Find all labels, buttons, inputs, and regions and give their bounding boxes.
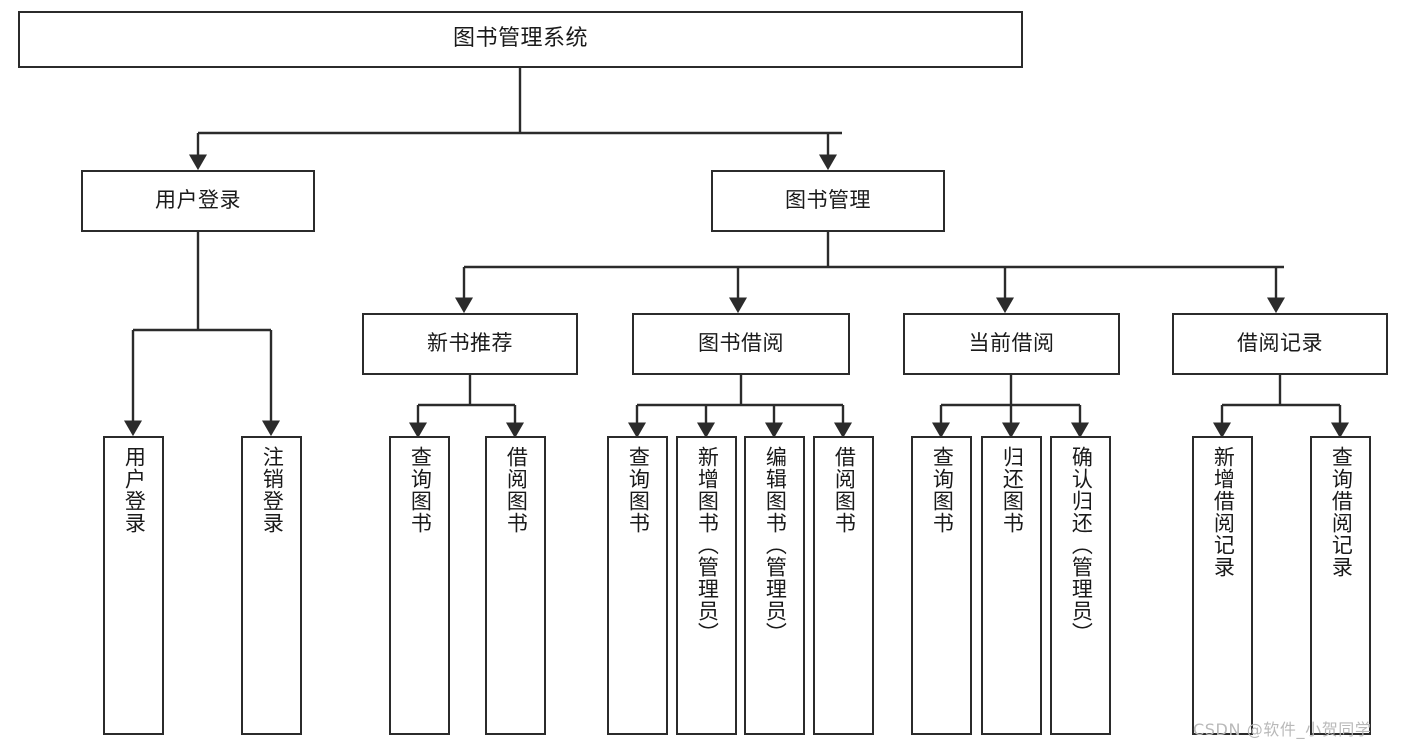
node-label: 查询图书 <box>626 446 651 534</box>
node-new-book-recommend[interactable]: 新书推荐 <box>362 313 578 375</box>
node-book-borrow[interactable]: 图书借阅 <box>632 313 850 375</box>
node-user-login[interactable]: 用户登录 <box>81 170 315 232</box>
node-label: 新书推荐 <box>427 331 513 356</box>
leaf-borrow-book-borrow[interactable]: 借阅图书 <box>813 436 874 735</box>
node-label: 用户登录 <box>122 446 147 534</box>
leaf-edit-book-admin[interactable]: 编辑图书（管理员） <box>744 436 805 735</box>
leaf-add-borrow-record[interactable]: 新增借阅记录 <box>1192 436 1253 735</box>
node-label: 图书管理 <box>785 188 871 213</box>
leaf-return-book[interactable]: 归还图书 <box>981 436 1042 735</box>
node-label: 归还图书 <box>1000 446 1025 534</box>
leaf-logout-login[interactable]: 注销登录 <box>241 436 302 735</box>
node-label: 新增图书（管理员） <box>695 446 720 644</box>
leaf-query-book-current[interactable]: 查询图书 <box>911 436 972 735</box>
node-label: 图书借阅 <box>698 331 784 356</box>
leaf-confirm-return-admin[interactable]: 确认归还（管理员） <box>1050 436 1111 735</box>
node-label: 新增借阅记录 <box>1211 446 1236 578</box>
leaf-query-book-new-recommend[interactable]: 查询图书 <box>389 436 450 735</box>
leaf-query-borrow-record[interactable]: 查询借阅记录 <box>1310 436 1371 735</box>
node-label: 用户登录 <box>155 188 241 213</box>
csdn-watermark: CSDN @软件_小贺同学 <box>1193 720 1372 739</box>
node-label: 查询借阅记录 <box>1329 446 1354 578</box>
node-book-management[interactable]: 图书管理 <box>711 170 945 232</box>
node-label: 图书管理系统 <box>452 26 588 52</box>
leaf-query-book-borrow[interactable]: 查询图书 <box>607 436 668 735</box>
leaf-user-login[interactable]: 用户登录 <box>103 436 164 735</box>
leaf-add-book-admin[interactable]: 新增图书（管理员） <box>676 436 737 735</box>
node-label: 借阅图书 <box>832 446 857 534</box>
node-root-book-management-system[interactable]: 图书管理系统 <box>18 11 1023 68</box>
node-borrow-record[interactable]: 借阅记录 <box>1172 313 1388 375</box>
node-label: 查询图书 <box>408 446 433 534</box>
node-current-borrow[interactable]: 当前借阅 <box>903 313 1120 375</box>
node-label: 当前借阅 <box>968 331 1055 356</box>
node-label: 编辑图书（管理员） <box>763 446 788 644</box>
node-label: 借阅图书 <box>504 446 529 534</box>
node-label: 确认归还（管理员） <box>1069 446 1094 644</box>
node-label: 注销登录 <box>260 446 285 534</box>
node-label: 借阅记录 <box>1237 331 1323 356</box>
node-label: 查询图书 <box>930 446 955 534</box>
leaf-borrow-book-new-recommend[interactable]: 借阅图书 <box>485 436 546 735</box>
